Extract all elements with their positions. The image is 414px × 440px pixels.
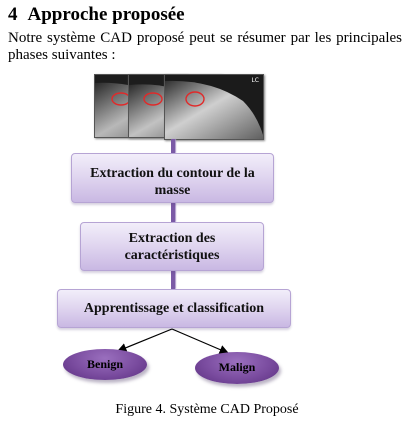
intro-paragraph: Notre système CAD proposé peut se résume… [8,30,402,63]
connector [171,203,175,222]
section-heading: 4 Approche proposée [8,4,185,26]
arrow-to-benign [116,328,173,353]
section-number: 4 [8,4,18,25]
step-box-learning-classification: Apprentissage et classification [57,289,291,328]
connector [171,271,175,289]
step-box-contour-extraction: Extraction du contour de la masse [71,153,274,203]
figure-caption: Figure 4. Système CAD Proposé [115,402,299,417]
outcome-label: Benign [86,357,123,371]
section-title: Approche proposée [27,4,185,25]
arrow-to-malign [171,328,230,355]
mammogram-thumbnails: LC [94,74,264,140]
step-label: Extraction du contour de la masse [90,166,255,198]
outcome-label: Malign [218,360,256,374]
connector [171,139,175,153]
step-box-feature-extraction: Extraction des caractéristiques [80,222,264,271]
outcome-benign: Benign [63,349,147,380]
mammogram-image: LC [164,74,264,140]
outcome-malign: Malign [195,352,279,384]
step-label: Apprentissage et classification [83,301,265,316]
thumbnail-overlay-text: LC [251,77,259,84]
step-label: Extraction des caractéristiques [124,231,220,263]
